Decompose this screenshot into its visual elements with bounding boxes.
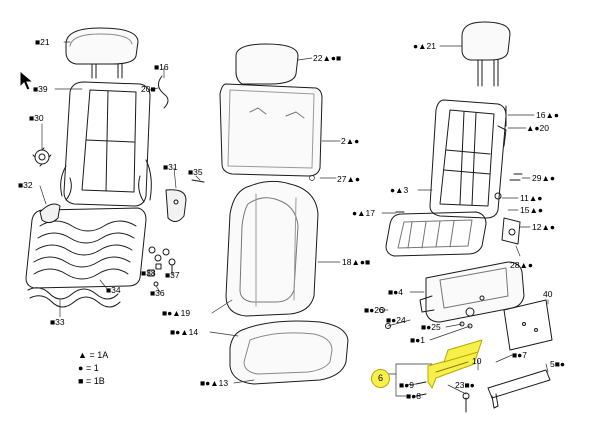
legend-symbol: ● [78,363,84,373]
callout-27: 27▲● [337,174,361,184]
center-back-panel [219,83,323,177]
highlighted-slide-rail [427,339,483,389]
right-side-cover [503,299,553,351]
callout-35: ■35 [188,167,203,177]
callout-9: ■●9 [399,380,414,390]
callout-33: ■33 [50,317,65,327]
callout-21-right: ●▲21 [413,41,437,51]
callout-10: 10 [472,356,482,366]
left-seat-cushion-frame [25,207,147,289]
callout-8: ■●8 [406,391,421,401]
legend-row-1b: ■ = 1B [78,376,105,386]
left-side-plate [165,189,187,222]
right-seat-frame [385,211,521,257]
callout-32: ■32 [18,180,33,190]
callout-17: ●▲17 [352,208,376,218]
mouse-pointer-icon [19,70,35,91]
left-headrest [65,27,139,79]
callout-14: ■●▲14 [170,327,199,337]
callout-19: ■●▲19 [162,308,191,318]
left-recliner-disc [32,147,52,167]
callout-20-left: 20■ [141,84,156,94]
callout-22: 22▲●■ [313,53,342,63]
highlight-badge[interactable]: 6 [371,369,390,388]
callout-11: 11▲● [520,193,543,203]
left-leader-lines [39,41,201,318]
right-headrest [461,21,511,87]
callout-2: 2▲● [341,136,360,146]
left-backrest-frame [60,81,152,207]
callout-28: 28▲● [510,260,534,270]
callout-38: ■38 [141,268,156,278]
callout-23: 23■● [455,380,475,390]
callout-18: 18▲●■ [342,257,371,267]
callout-30: ■30 [29,113,44,123]
callout-13: ■●▲13 [200,378,229,388]
legend-row-1a: ▲ = 1A [78,350,108,360]
legend-row-1: ● = 1 [78,363,99,373]
legend-symbol: ▲ [78,350,87,360]
left-recliner-handle [39,203,61,224]
callout-21-left: ■21 [35,37,50,47]
callout-12: 12▲● [532,222,556,232]
callout-26: ■●26 [364,305,384,315]
center-seat-cushion [229,320,349,385]
right-leader-lines [379,45,549,397]
left-bottom-spring [27,287,121,308]
center-leader-lines [209,57,341,384]
legend-text: = 1 [85,363,99,373]
callout-37: ■37 [165,270,180,280]
legend-text: = 1A [89,350,109,360]
callout-4: ■●4 [388,287,403,297]
callout-1: ■●1 [410,335,425,345]
callout-31: ■31 [163,162,178,172]
right-small-parts [379,173,523,413]
callout-36: ■36 [150,288,165,298]
callout-40: 40 [543,289,553,299]
callout-25: ■●25 [421,322,441,332]
left-small-parts [147,75,205,287]
center-backrest-cover [225,180,319,317]
callout-7: ■●7 [512,350,527,360]
callout-16-left: ■16 [154,62,169,72]
callout-5: 5■● [550,359,565,369]
callout-15: 15▲● [520,205,544,215]
legend-text: = 1B [85,376,105,386]
callout-29: 29▲● [532,173,556,183]
callout-34: ■34 [106,285,121,295]
legend-symbol: ■ [78,376,84,386]
right-slide-rail-lower [487,369,551,409]
center-headrest [235,43,299,85]
callout-24: ■●24 [386,315,406,325]
callout-20-right: ▲●20 [526,123,550,133]
right-seat-base [419,261,525,327]
right-backrest-frame [429,99,507,219]
callout-3: ●▲3 [390,185,409,195]
callout-16-right: 16▲● [536,110,560,120]
callout-39: ■39 [33,84,48,94]
